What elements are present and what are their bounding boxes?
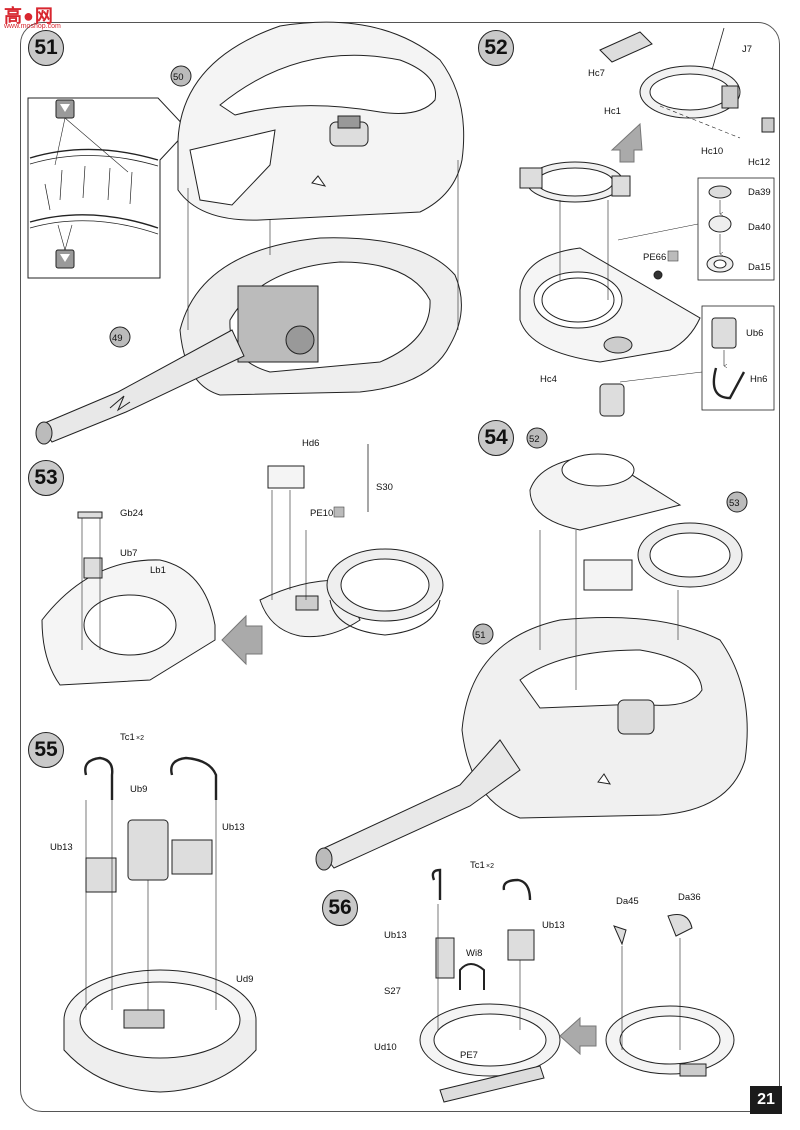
label-ub13-left-55: Ub13 xyxy=(50,842,73,853)
label-part-49: 49 xyxy=(112,333,123,344)
label-lb1: Lb1 xyxy=(150,565,166,576)
label-da15: Da15 xyxy=(748,262,771,273)
grab-handle-tc1-a xyxy=(431,868,442,900)
watermark-title: 高●网 xyxy=(4,6,54,26)
plate-lb1 xyxy=(41,511,216,686)
label-sub-51: 51 xyxy=(475,630,486,641)
assembly-arrow-icon xyxy=(559,1016,597,1056)
label-pe10: PE10 xyxy=(310,508,333,519)
label-hc7: Hc7 xyxy=(588,68,605,79)
step-52-inset-ub6-hn6 xyxy=(701,305,775,411)
step-52-number: 52 xyxy=(478,30,514,66)
photo-etch-icon xyxy=(333,506,345,518)
step-53-diagram: Gb24 Ub7 Lb1 Hd6 S30 PE10 xyxy=(41,438,444,686)
step-51-detail-inset xyxy=(27,97,189,279)
clamp-ub13-left xyxy=(85,857,117,893)
label-hn6: Hn6 xyxy=(750,374,767,385)
hatch-completed xyxy=(605,914,735,1077)
label-gb24: Gb24 xyxy=(120,508,143,519)
label-da45: Da45 xyxy=(616,896,639,907)
page-frame xyxy=(20,22,780,1112)
label-ub13-a-56: Ub13 xyxy=(384,930,407,941)
turret-lower-ring xyxy=(179,237,462,396)
label-ub13-b-56: Ub13 xyxy=(542,920,565,931)
step-51-number: 51 xyxy=(28,30,64,66)
step-56-number: 56 xyxy=(322,890,358,926)
step-55-number: 55 xyxy=(28,732,64,768)
label-ub13-right-55: Ub13 xyxy=(222,822,245,833)
step-56-diagram: Tc1 ×2 Ub13 Ub13 Wi8 S27 Ud10 PE7 Da45 D… xyxy=(374,860,735,1103)
label-sub-52: 52 xyxy=(529,434,540,445)
part-da36 xyxy=(667,914,693,937)
part-da45 xyxy=(613,925,627,946)
label-hc4: Hc4 xyxy=(540,374,557,385)
label-pe66: PE66 xyxy=(643,252,666,263)
ring-assembly-53 xyxy=(259,444,444,638)
label-hd6: Hd6 xyxy=(302,438,319,449)
step-54-diagram: 52 53 51 xyxy=(315,427,748,871)
assembly-arrow-icon xyxy=(610,122,643,163)
step-54-number: 54 xyxy=(478,420,514,456)
label-da40: Da40 xyxy=(748,222,771,233)
step-51-diagram: 50 49 xyxy=(27,21,465,445)
step-52-inset-da-parts xyxy=(697,177,775,281)
label-hc10: Hc10 xyxy=(701,146,723,157)
times-two-icon: ×2 xyxy=(486,863,494,870)
assembly-arrow-icon xyxy=(221,614,263,666)
wire-wi8 xyxy=(459,963,485,990)
sub-assembly-52 xyxy=(529,453,682,531)
step-55-diagram: Tc1 ×2 Ub9 Ub13 Ub13 Ud9 xyxy=(50,732,257,1093)
clamp-ub13-right xyxy=(171,839,213,875)
times-two-icon: ×2 xyxy=(136,735,144,742)
label-ub7: Ub7 xyxy=(120,548,137,559)
clamp-ub13-b xyxy=(507,929,535,961)
base-plate-hc4 xyxy=(519,247,701,417)
hatch-ud10 xyxy=(419,1003,561,1103)
label-tc1-55: Tc1 xyxy=(120,732,135,743)
label-part-50: 50 xyxy=(173,72,184,83)
clamp-ub13-a xyxy=(435,937,455,979)
label-ud9: Ud9 xyxy=(236,974,253,985)
photo-etch-icon xyxy=(667,250,679,262)
grab-handle-tc1-b xyxy=(502,878,532,901)
label-pe7: PE7 xyxy=(460,1050,478,1061)
periscope-ub9 xyxy=(127,819,169,881)
label-s30: S30 xyxy=(376,482,393,493)
label-tc1-56: Tc1 xyxy=(470,860,485,871)
step-53-number: 53 xyxy=(28,460,64,496)
label-ub9: Ub9 xyxy=(130,784,147,795)
turret-shell-part-50 xyxy=(177,21,465,221)
grab-handle-tc1-right xyxy=(170,756,218,800)
label-hc1: Hc1 xyxy=(604,106,621,117)
label-hc12: Hc12 xyxy=(748,157,770,168)
hatch-ring-hc1 xyxy=(599,27,775,139)
label-ub6: Ub6 xyxy=(746,328,763,339)
turret-ring-assembly xyxy=(519,161,631,203)
label-s27: S27 xyxy=(384,986,401,997)
watermark-logo: 高●网 www.moshop.com xyxy=(4,2,70,36)
grab-handle-tc1-left xyxy=(84,756,114,800)
sub-assembly-53 xyxy=(583,522,743,591)
label-da36: Da36 xyxy=(678,892,701,903)
label-sub-53: 53 xyxy=(729,498,740,509)
label-ud10: Ud10 xyxy=(374,1042,397,1053)
turret-sub-assembly-51 xyxy=(315,617,748,871)
label-j7: J7 xyxy=(742,44,752,55)
step-52-diagram: Hc7 J7 Hc1 Hc10 Hc12 Da39 Da40 Da15 PE66… xyxy=(519,27,775,417)
label-wi8: Wi8 xyxy=(466,948,482,959)
gun-barrel-part-49 xyxy=(35,329,245,445)
watermark-url: www.moshop.com xyxy=(4,23,61,30)
label-da39: Da39 xyxy=(748,187,771,198)
hatch-base-ud9 xyxy=(63,969,257,1093)
page-number: 21 xyxy=(750,1086,782,1114)
